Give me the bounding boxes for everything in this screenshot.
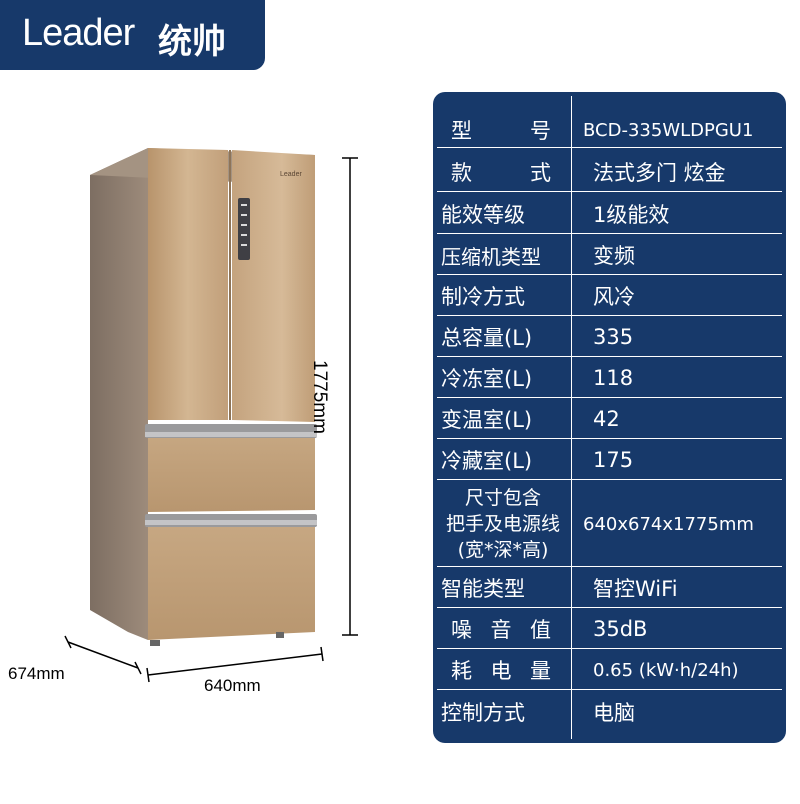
spec-label-noise-1: 噪 <box>451 618 472 642</box>
spec-row-fridge: 冷藏室(L) 175 <box>433 440 786 480</box>
spec-label-power-3: 量 <box>530 659 551 683</box>
fridge-illustration: Leader 1775mm 674mm 640 <box>8 148 358 695</box>
spec-label-noise-2: 音 <box>490 618 512 642</box>
spec-row-control: 控制方式 电脑 <box>433 691 786 733</box>
spec-value-smart: 智控WiFi <box>593 577 678 601</box>
spec-row-freezer: 冷冻室(L) 118 <box>433 358 786 398</box>
spec-row-variable: 变温室(L) 42 <box>433 399 786 439</box>
spec-label-noise-3: 值 <box>530 618 551 642</box>
spec-label-total-capacity: 总容量(L) <box>441 326 533 350</box>
spec-value-fridge: 175 <box>593 448 634 472</box>
spec-value-freezer: 118 <box>593 366 634 390</box>
spec-row-power: 耗 电 量 0.65 (kW·h/24h) <box>433 650 786 690</box>
spec-row-size: 尺寸包含 把手及电源线 (宽*深*高) 640x674x1775mm <box>433 481 786 567</box>
spec-label-energy: 能效等级 <box>441 203 525 227</box>
spec-row-style: 款 式 法式多门 炫金 <box>433 152 786 192</box>
spec-row-cooling: 制冷方式 风冷 <box>433 276 786 316</box>
spec-value-variable: 42 <box>593 407 620 431</box>
spec-label-model-1: 型 <box>451 119 472 143</box>
spec-row-model: 型 号 BCD-335WLDPGU1 <box>433 112 786 148</box>
spec-label-style-1: 款 <box>451 161 472 185</box>
left-door <box>148 148 228 420</box>
spec-value-power: 0.65 (kW·h/24h) <box>593 659 739 681</box>
height-dimension-label: 1775mm <box>309 360 330 434</box>
spec-label-power-2: 电 <box>490 659 512 683</box>
fridge-drawing: Leader <box>64 148 358 683</box>
spec-value-compressor: 变频 <box>593 244 635 268</box>
spec-value-size: 640x674x1775mm <box>583 513 754 535</box>
spec-label-compressor: 压缩机类型 <box>441 244 541 269</box>
control-display <box>238 198 250 260</box>
brand-logo-en: Leader <box>22 12 135 54</box>
fridge-brand-mark: Leader <box>280 171 302 178</box>
bottom-drawer <box>148 514 315 640</box>
brand-logo-cn: 统帅 <box>158 22 226 62</box>
spec-value-total-capacity: 335 <box>593 325 634 349</box>
spec-row-smart: 智能类型 智控WiFi <box>433 568 786 608</box>
spec-table: 型 号 BCD-335WLDPGU1 款 式 法式多门 炫金 能效等级 1级能效… <box>433 92 786 743</box>
spec-value-cooling: 风冷 <box>593 285 635 309</box>
spec-label-fridge: 冷藏室(L) <box>441 449 533 473</box>
spec-label-cooling: 制冷方式 <box>441 285 525 309</box>
brand-banner: Leader 统帅 <box>0 0 265 70</box>
spec-row-energy: 能效等级 1级能效 <box>433 194 786 234</box>
spec-value-model: BCD-335WLDPGU1 <box>583 119 754 141</box>
spec-row-noise: 噪 音 值 35dB <box>433 609 786 649</box>
spec-row-total-capacity: 总容量(L) 335 <box>433 317 786 357</box>
spec-label-style-2: 式 <box>530 161 551 185</box>
spec-label-size-3: (宽*深*高) <box>457 539 549 561</box>
spec-value-style: 法式多门 炫金 <box>593 161 726 185</box>
fridge-side <box>90 148 148 640</box>
middle-drawer <box>148 425 315 512</box>
spec-label-model-2: 号 <box>530 119 551 143</box>
spec-label-size-2: 把手及电源线 <box>445 513 560 535</box>
spec-value-control: 电脑 <box>593 701 635 725</box>
spec-label-size-1: 尺寸包含 <box>464 487 541 509</box>
spec-label-power-1: 耗 <box>451 659 472 683</box>
depth-dimension-label: 674mm <box>8 664 65 683</box>
spec-label-freezer: 冷冻室(L) <box>441 367 533 391</box>
spec-row-compressor: 压缩机类型 变频 <box>433 235 786 275</box>
spec-label-control: 控制方式 <box>441 701 525 725</box>
spec-value-energy: 1级能效 <box>593 203 670 227</box>
right-door <box>232 150 315 422</box>
spec-value-noise: 35dB <box>593 617 648 641</box>
spec-label-smart: 智能类型 <box>441 577 525 601</box>
width-dimension-label: 640mm <box>204 676 261 695</box>
spec-label-variable: 变温室(L) <box>441 408 533 432</box>
